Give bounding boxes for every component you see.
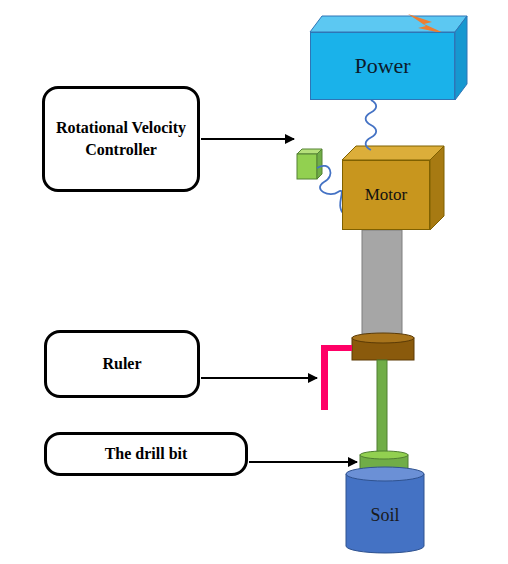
callout-box: Ruler bbox=[44, 330, 200, 398]
collar-top bbox=[352, 333, 414, 343]
power-wire bbox=[366, 100, 377, 150]
motor-box: Motor bbox=[342, 160, 430, 230]
callout-box: The drill bit bbox=[44, 432, 248, 476]
soil-cylinder: Soil bbox=[345, 466, 425, 554]
motor-top-face bbox=[342, 146, 444, 160]
drill-rod bbox=[377, 360, 387, 456]
power-box: Power bbox=[310, 32, 455, 100]
callout-arrow bbox=[201, 138, 294, 140]
callout-box: Rotational Velocity Controller bbox=[42, 86, 200, 192]
callout-arrow bbox=[201, 377, 317, 379]
node-label: The drill bit bbox=[105, 443, 188, 465]
lightning-symbol bbox=[408, 14, 446, 34]
node-label: Soil bbox=[370, 505, 399, 526]
ruler bbox=[321, 345, 352, 410]
motor-side-face bbox=[430, 146, 444, 230]
node-label: Motor bbox=[365, 185, 408, 205]
controller-box bbox=[297, 154, 317, 179]
power-top-face bbox=[310, 16, 467, 32]
motor-shaft bbox=[362, 230, 402, 334]
controller-box-side bbox=[317, 149, 322, 179]
callout-arrow bbox=[249, 461, 357, 463]
node-label: Ruler bbox=[102, 353, 141, 375]
node-label: Power bbox=[354, 53, 410, 79]
node-label: Rotational Velocity Controller bbox=[55, 117, 187, 160]
power-side-face bbox=[455, 16, 467, 100]
drill-bit-top bbox=[360, 451, 408, 459]
